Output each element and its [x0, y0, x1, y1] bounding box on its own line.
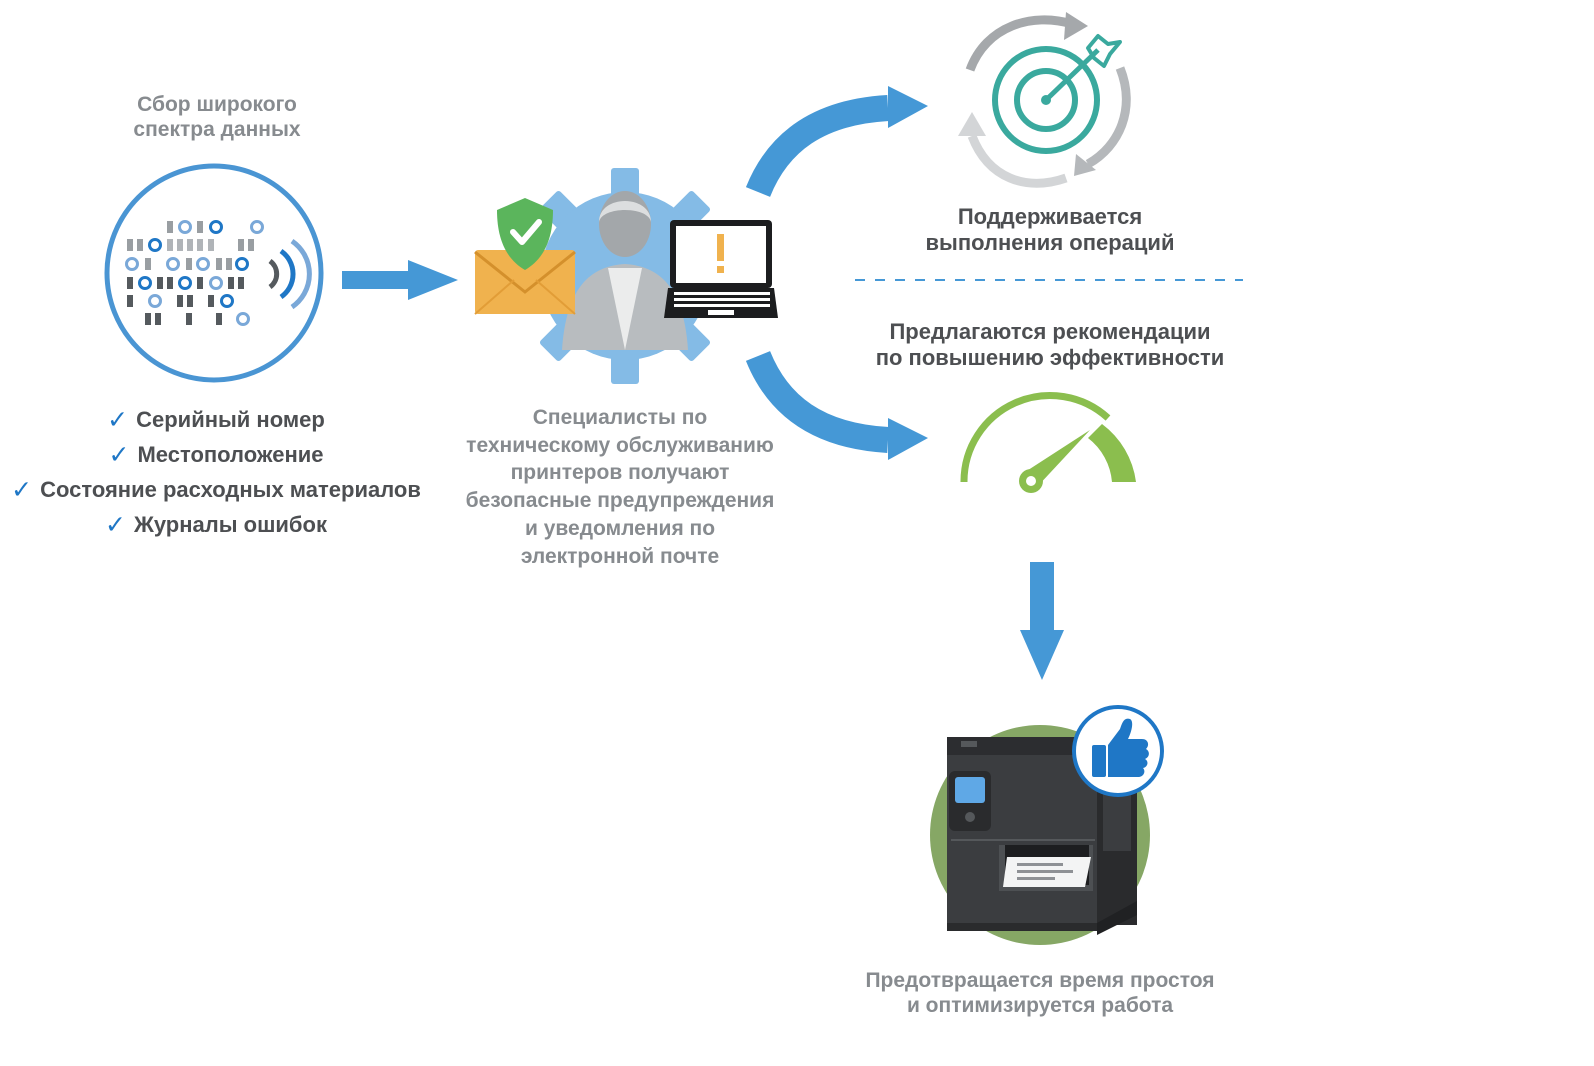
checkmark-icon: ✓ — [108, 440, 130, 469]
laptop-alert-icon — [664, 220, 778, 318]
thumbs-up-badge-icon — [1072, 705, 1164, 797]
recommend-line1: Предлагаются рекомендации — [889, 319, 1211, 344]
checkmark-icon: ✓ — [11, 475, 33, 504]
list-item: ✓ Журналы ошибок — [0, 507, 432, 542]
list-item-label: Журналы ошибок — [133, 511, 327, 537]
recommend-line2: по повышению эффективности — [875, 345, 1225, 371]
specialists-description: Специалисты по техническому обслуживанию… — [440, 404, 800, 570]
shield-check-icon — [497, 198, 553, 270]
label-paper-icon — [1003, 857, 1091, 887]
support-operations-text: Поддерживается выполнения операций — [880, 204, 1220, 257]
data-collection-icon — [104, 163, 324, 383]
target-cycle-icon — [958, 12, 1131, 188]
prevent-line1: Предотвращается время простоя — [865, 969, 1215, 992]
cycle-arrows-icon — [965, 15, 1131, 188]
list-item-label: Состояние расходных материалов — [40, 476, 421, 502]
gauge-needle-icon — [1019, 430, 1090, 493]
specialists-line: принтеров получают — [510, 461, 730, 485]
specialists-line: безопасные предупреждения — [465, 489, 775, 513]
prevent-line2: и оптимизируется работа — [906, 994, 1174, 1018]
person-icon — [562, 191, 688, 350]
thumbs-up-icon — [1092, 718, 1149, 777]
specialists-line: Специалисты по — [532, 406, 708, 429]
collect-title-line2: спектра данных — [133, 118, 301, 142]
collect-checklist: ✓ Серийный номер ✓ Местоположение ✓ Сост… — [0, 402, 432, 542]
arrow-down-icon — [1020, 562, 1064, 680]
list-item: ✓ Серийный номер — [0, 402, 432, 437]
specialists-line: электронной почте — [520, 544, 720, 568]
collect-title: Сбор широкого спектра данных — [92, 92, 342, 142]
prevent-downtime-text: Предотвращается время простоя и оптимизи… — [840, 968, 1240, 1018]
list-item: ✓ Состояние расходных материалов — [0, 472, 432, 507]
data-bits-icon — [125, 220, 264, 326]
specialist-alerts-icon — [474, 168, 778, 384]
collect-title-line1: Сбор широкого — [137, 93, 297, 116]
target-icon — [992, 34, 1122, 154]
wireless-signal-icon — [268, 238, 312, 310]
checkmark-icon: ✓ — [105, 510, 126, 539]
checkmark-icon: ✓ — [107, 405, 129, 434]
specialists-line: техническому обслуживанию — [466, 433, 774, 457]
curved-arrow-down-icon — [745, 350, 928, 460]
recommendations-text: Предлагаются рекомендации по повышению э… — [840, 319, 1260, 372]
list-item-label: Серийный номер — [136, 406, 325, 432]
list-item: ✓ Местоположение — [0, 437, 432, 472]
envelope-icon — [474, 250, 576, 315]
specialists-line: и уведомления по — [524, 516, 716, 540]
support-line1: Поддерживается — [957, 204, 1143, 229]
speedometer-gauge-icon — [960, 392, 1136, 493]
arrow-right-icon — [342, 260, 458, 300]
support-line2: выполнения операций — [925, 230, 1175, 256]
curved-arrow-up-icon — [745, 86, 928, 198]
list-item-label: Местоположение — [137, 441, 324, 467]
data-collection-circle — [104, 163, 324, 383]
dashed-divider — [855, 279, 1243, 281]
